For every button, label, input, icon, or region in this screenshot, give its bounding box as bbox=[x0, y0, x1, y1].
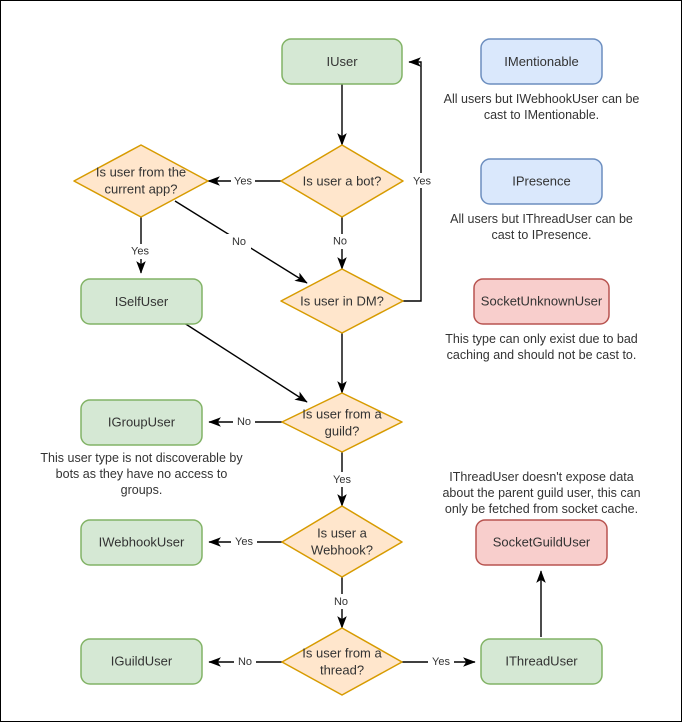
edge-label-bg bbox=[330, 234, 354, 249]
edge-label-thread-no: No bbox=[238, 656, 252, 668]
edge-label-bot-no: No bbox=[333, 235, 347, 247]
edge-label-bg bbox=[231, 173, 255, 188]
note-imentionable-line2: cast to IMentionable. bbox=[484, 108, 599, 122]
note-imentionable-line1: All users but IWebhookUser can be bbox=[444, 92, 640, 106]
node-imentionable[interactable]: IMentionable bbox=[480, 38, 603, 85]
edge-label-bg bbox=[428, 654, 454, 669]
node-is-guild[interactable]: Is user from a guild? bbox=[281, 392, 403, 453]
edge-label-bg bbox=[409, 173, 435, 188]
edge-label-guild-yes: Yes bbox=[333, 474, 351, 486]
node-is-thread-label-line2: thread? bbox=[320, 662, 364, 677]
node-is-guild-label-line1: Is user from a bbox=[302, 406, 382, 421]
node-socketunknownuser[interactable]: SocketUnknownUser bbox=[473, 278, 610, 325]
note-igroupuser-line2: bots as they have no access to bbox=[56, 467, 228, 481]
note-socketguilduser-line1: IThreadUser doesn't expose data bbox=[449, 470, 633, 484]
edge-label-webhook-no: No bbox=[334, 596, 348, 608]
edge-label-bg bbox=[129, 244, 155, 259]
note-igroupuser-line1: This user type is not discoverable by bbox=[40, 451, 243, 465]
edge-label-current-app-no: No bbox=[232, 236, 246, 248]
node-is-thread[interactable]: Is user from a thread? bbox=[281, 627, 403, 696]
node-is-webhook-label-line1: Is user a bbox=[317, 525, 368, 540]
note-socketunknownuser-line2: caching and should not be cast to. bbox=[447, 348, 637, 362]
node-is-bot-label: Is user a bot? bbox=[303, 173, 382, 188]
edge-label-bg bbox=[233, 414, 255, 429]
edges: Is user from the current app? --> Yes Is… bbox=[129, 57, 546, 669]
note-socketguilduser-line2: about the parent guild user, this can bbox=[442, 486, 640, 500]
note-socketguilduser-line3: only be fetched from socket cache. bbox=[445, 502, 638, 516]
edge-label-guild-no: No bbox=[237, 416, 251, 428]
edge-label-bg bbox=[231, 534, 257, 549]
node-ithreaduser-label: IThreadUser bbox=[505, 653, 578, 668]
edge-label-current-app-yes: Yes bbox=[131, 245, 149, 257]
edge-label-bg bbox=[330, 594, 354, 609]
note-igroupuser: This user type is not discoverable by bo… bbox=[40, 451, 243, 497]
node-socketunknownuser-label: SocketUnknownUser bbox=[481, 293, 603, 308]
note-socketunknownuser-line1: This type can only exist due to bad bbox=[445, 332, 638, 346]
node-ipresence[interactable]: IPresence bbox=[480, 158, 603, 205]
edge-iselfuser-to-is-guild bbox=[180, 320, 308, 403]
node-is-bot[interactable]: Is user a bot? bbox=[280, 144, 404, 218]
node-igroupuser[interactable]: IGroupUser bbox=[80, 399, 203, 446]
note-socketguilduser: IThreadUser doesn't expose data about th… bbox=[442, 470, 640, 516]
note-igroupuser-line3: groups. bbox=[121, 483, 163, 497]
node-socketguilduser[interactable]: SocketGuildUser bbox=[475, 519, 608, 566]
edge-label-bg bbox=[234, 654, 256, 669]
node-is-current-app-label-line2: current app? bbox=[105, 181, 178, 196]
note-ipresence-line2: cast to IPresence. bbox=[491, 228, 591, 242]
node-iguilduser-label: IGuildUser bbox=[111, 653, 173, 668]
edge-label-thread-yes: Yes bbox=[432, 656, 450, 668]
edge-label-dm-yes: Yes bbox=[413, 175, 431, 187]
note-ipresence: All users but IThreadUser can be cast to… bbox=[450, 212, 633, 242]
note-imentionable: All users but IWebhookUser can be cast t… bbox=[444, 92, 640, 122]
node-is-dm-label: Is user in DM? bbox=[300, 293, 384, 308]
node-is-thread-label-line1: Is user from a bbox=[302, 645, 382, 660]
node-iuser[interactable]: IUser bbox=[281, 38, 403, 85]
node-is-current-app-label-line1: Is user from the bbox=[96, 164, 186, 179]
edge-label-bg bbox=[330, 472, 356, 487]
node-iwebhookuser[interactable]: IWebhookUser bbox=[80, 519, 203, 566]
note-socketunknownuser: This type can only exist due to bad cach… bbox=[445, 332, 638, 362]
note-ipresence-line1: All users but IThreadUser can be bbox=[450, 212, 633, 226]
node-iguilduser[interactable]: IGuildUser bbox=[80, 638, 203, 685]
edge-label-bg bbox=[227, 234, 251, 249]
node-ipresence-label: IPresence bbox=[512, 173, 571, 188]
node-is-current-app[interactable]: Is user from the current app? bbox=[73, 144, 209, 218]
node-is-webhook[interactable]: Is user a Webhook? bbox=[281, 505, 403, 578]
node-imentionable-label: IMentionable bbox=[504, 54, 578, 69]
edge-label-bot-yes: Yes bbox=[234, 175, 252, 187]
node-igroupuser-label: IGroupUser bbox=[108, 414, 176, 429]
node-iwebhookuser-label: IWebhookUser bbox=[99, 534, 185, 549]
node-iselfuser[interactable]: ISelfUser bbox=[80, 278, 203, 325]
node-is-dm[interactable]: Is user in DM? bbox=[280, 268, 404, 334]
node-is-webhook-label-line2: Webhook? bbox=[311, 542, 373, 557]
node-ithreaduser[interactable]: IThreadUser bbox=[480, 638, 603, 685]
node-is-guild-label-line2: guild? bbox=[325, 423, 360, 438]
node-socketguilduser-label: SocketGuildUser bbox=[493, 534, 591, 549]
node-iuser-label: IUser bbox=[326, 54, 358, 69]
node-iselfuser-label: ISelfUser bbox=[115, 294, 169, 309]
edge-label-webhook-yes: Yes bbox=[235, 536, 253, 548]
